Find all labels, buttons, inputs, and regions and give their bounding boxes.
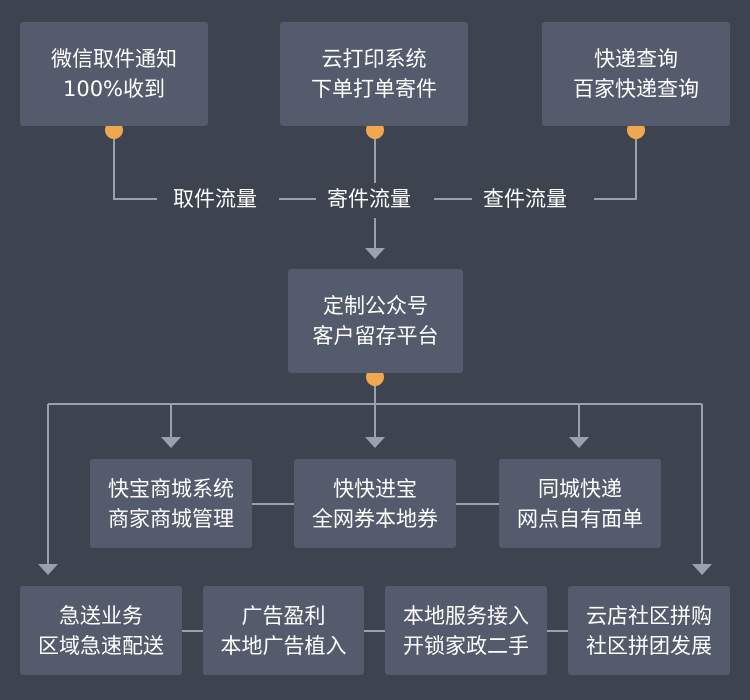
box-line: 快递查询 [594,47,678,71]
box-line: 微信取件通知 [51,47,177,71]
box-same-city-express: 同城快递 网点自有面单 [499,459,661,548]
box-line: 社区拼团发展 [586,633,712,658]
box-wechat-pickup-notice: 微信取件通知 100%收到 [20,22,208,126]
arrow-to-urgent [38,564,58,575]
box-line: 云店社区拼购 [586,603,712,628]
box-custom-official-account: 定制公众号 客户留存平台 [288,269,463,373]
box-urgent-delivery: 急送业务 区域急速配送 [20,586,182,675]
box-line: 下单打单寄件 [311,77,437,101]
arrow-to-coupon [365,437,385,448]
box-line: 开锁家政二手 [403,633,529,658]
box-community-group-buy: 云店社区拼购 社区拼团发展 [568,586,730,675]
arrow-to-mall [161,437,181,448]
connector-right-to-query [594,130,637,200]
box-line: 网点自有面单 [517,506,643,531]
arrow-to-city-express [569,437,589,448]
box-line: 全网券本地券 [312,506,438,531]
label-send-flow: 寄件流量 [321,184,417,214]
box-line: 快宝商城系统 [108,476,234,501]
box-line: 区域急速配送 [38,633,164,658]
box-line: 广告盈利 [241,603,326,628]
arrow-to-center-box [365,248,385,259]
box-cloud-print-system: 云打印系统 下单打单寄件 [280,22,468,126]
label-pickup-flow: 取件流量 [167,184,263,214]
label-query-flow: 查件流量 [477,184,573,214]
box-kuaibao-mall: 快宝商城系统 商家商城管理 [90,459,252,548]
box-line: 本地广告植入 [220,633,347,658]
box-line: 急送业务 [59,603,143,628]
box-kuaikuai-jinbao: 快快进宝 全网券本地券 [294,459,456,548]
arrow-to-group-buy [692,564,712,575]
box-line: 同城快递 [538,476,622,501]
box-line: 客户留存平台 [312,324,439,348]
box-line: 百家快递查询 [573,77,699,101]
box-line: 云打印系统 [321,47,427,71]
box-line: 本地服务接入 [403,603,529,628]
box-line: 商家商城管理 [108,506,234,531]
box-line: 定制公众号 [323,294,428,318]
box-express-query: 快递查询 百家快递查询 [542,22,730,126]
box-line: 快快进宝 [333,476,417,501]
box-line: 100%收到 [62,77,166,101]
box-advertising-profit: 广告盈利 本地广告植入 [203,586,364,675]
connector-left-to-pickup [113,130,157,200]
box-local-service-access: 本地服务接入 开锁家政二手 [385,586,547,675]
